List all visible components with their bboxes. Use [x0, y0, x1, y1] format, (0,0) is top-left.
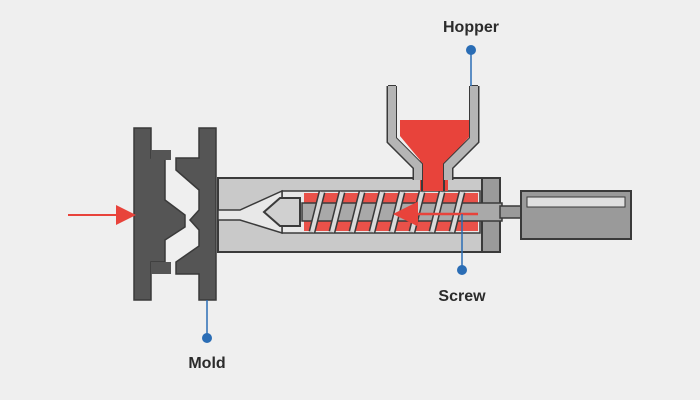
mold-label: Mold [188, 355, 226, 372]
screw-flights [308, 191, 466, 233]
screw-label: Screw [438, 288, 486, 305]
mold [133, 127, 217, 301]
drive-unit [520, 190, 632, 240]
screw-leader [457, 214, 467, 275]
mold-leader [202, 300, 212, 343]
hopper-label: Hopper [443, 19, 499, 36]
hopper-leader [466, 45, 476, 86]
